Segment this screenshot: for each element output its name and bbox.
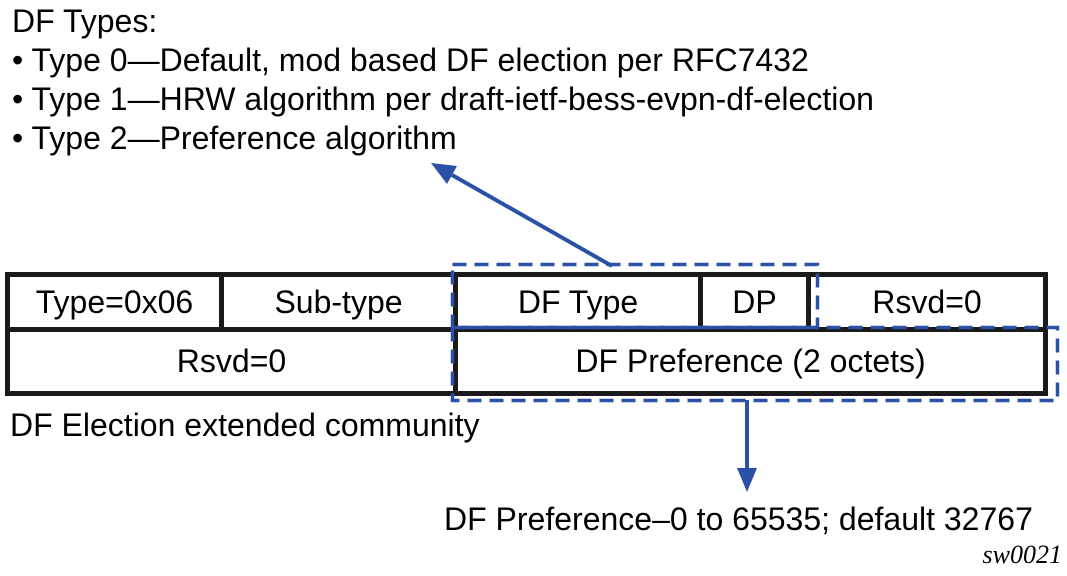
arrow-line-to-df-types — [451, 173, 613, 268]
df-type-bullet-1: • Type 1—HRW algorithm per draft-ietf-be… — [12, 81, 874, 117]
df-type-bullet-2: • Type 2—Preference algorithm — [12, 120, 457, 156]
df-preference-note: DF Preference–0 to 65535; default 32767 — [444, 501, 1033, 537]
cell-rsvd-row2: Rsvd=0 — [10, 332, 458, 391]
df-type-bullet-0: • Type 0—Default, mod based DF election … — [12, 42, 809, 78]
cell-df-type: DF Type — [458, 277, 703, 327]
cell-sub-type: Sub-type — [224, 277, 458, 327]
table-caption: DF Election extended community — [10, 407, 480, 443]
extended-community-table: Type=0x06 Sub-type DF Type DP Rsvd=0 Rsv… — [5, 272, 1048, 396]
df-types-block: DF Types: • Type 0—Default, mod based DF… — [12, 2, 874, 158]
df-types-heading: DF Types: — [12, 3, 158, 39]
cell-type: Type=0x06 — [10, 277, 224, 327]
cell-rsvd-row1: Rsvd=0 — [872, 283, 982, 320]
table-row-1: Type=0x06 Sub-type DF Type DP Rsvd=0 — [10, 277, 1043, 332]
arrowhead-to-df-types-icon — [431, 163, 457, 184]
cell-dp: DP — [703, 277, 811, 327]
table-row-2: Rsvd=0 DF Preference (2 octets) — [10, 332, 1043, 391]
cell-df-preference: DF Preference (2 octets) — [575, 343, 926, 379]
figure-id: sw0021 — [982, 540, 1062, 569]
arrowhead-to-preference-note-icon — [737, 468, 757, 492]
